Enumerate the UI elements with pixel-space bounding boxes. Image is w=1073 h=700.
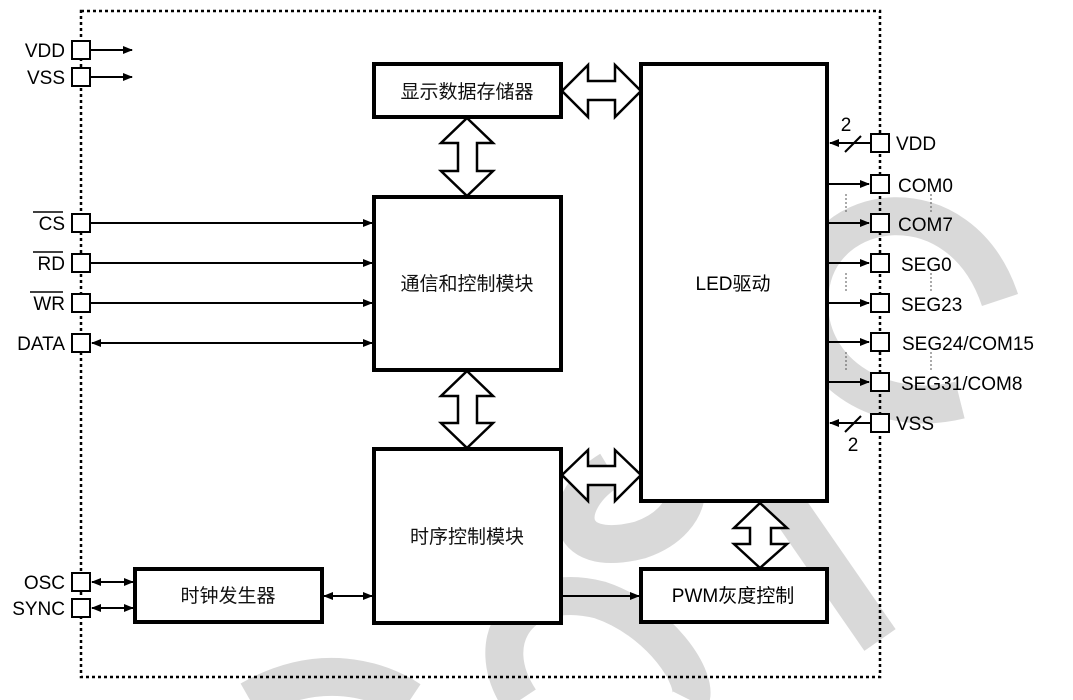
pin-label-seg0: SEG0: [901, 255, 952, 276]
pin-label-vss-right: VSS: [896, 414, 934, 435]
block-timing-ctrl: 时序控制模块: [372, 447, 563, 625]
watermark-arc-bottom: [485, 577, 711, 700]
block-clock-gen: 时钟发生器: [133, 567, 324, 624]
pin-label-data: DATA: [17, 334, 65, 355]
bus-slash-vdd: [844, 135, 862, 153]
pin-cs: [71, 213, 91, 233]
bus-arrow-led-pwm: [730, 501, 791, 570]
block-led-driver: LED驱动: [639, 62, 829, 503]
pin-label-wr: WR: [33, 294, 65, 315]
led-driver-label: LED驱动: [696, 273, 771, 295]
pin-seg31-com8: [870, 372, 890, 392]
pin-vdd-right: [870, 133, 890, 153]
comm-ctrl-label: 通信和控制模块: [400, 273, 533, 295]
bus-arrow-timing-led: [560, 447, 643, 505]
pin-seg24-com15: [870, 332, 890, 352]
pin-label-com7: COM7: [898, 215, 953, 236]
pin-vdd-left: [71, 40, 91, 60]
pin-vss-right: [870, 413, 890, 433]
pin-label-seg24-com15: SEG24/COM15: [902, 334, 1034, 355]
pin-wr: [71, 293, 91, 313]
block-display-ram: 显示数据存储器: [372, 62, 563, 119]
pwm-ctrl-label: PWM灰度控制: [672, 585, 794, 607]
bus-arrow-ram-comm: [437, 116, 497, 198]
watermark-arc-left: [240, 657, 421, 700]
pin-label-seg31-com8: SEG31/COM8: [901, 374, 1022, 395]
bus-width-vss: 2: [848, 435, 859, 456]
pin-seg23: [870, 293, 890, 313]
pin-label-vdd-left: VDD: [25, 41, 65, 62]
pin-seg0: [870, 253, 890, 273]
timing-ctrl-label: 时序控制模块: [410, 526, 524, 548]
pin-vss-left: [71, 67, 91, 87]
pin-sync: [71, 598, 91, 618]
pin-com0: [870, 174, 890, 194]
bus-arrow-ram-led: [560, 61, 643, 121]
pin-label-sync: SYNC: [12, 599, 65, 620]
pin-label-com0: COM0: [898, 176, 953, 197]
bus-slash-vss: [844, 415, 862, 433]
pin-label-vss-left: VSS: [27, 68, 65, 89]
pin-osc: [71, 572, 91, 592]
display-ram-label: 显示数据存储器: [400, 81, 533, 103]
block-pwm-ctrl: PWM灰度控制: [639, 567, 829, 624]
pin-label-rd: RD: [38, 254, 65, 275]
pin-com7: [870, 213, 890, 233]
pin-rd: [71, 253, 91, 273]
pin-label-seg23: SEG23: [901, 295, 962, 316]
block-comm-ctrl: 通信和控制模块: [372, 195, 563, 372]
bus-width-vdd: 2: [841, 115, 852, 136]
pin-data: [71, 333, 91, 353]
bus-arrow-comm-timing: [437, 369, 497, 450]
pin-label-cs: CS: [39, 214, 65, 235]
clock-gen-label: 时钟发生器: [180, 585, 275, 607]
pin-label-vdd-right: VDD: [896, 134, 936, 155]
pin-label-osc: OSC: [24, 573, 65, 594]
